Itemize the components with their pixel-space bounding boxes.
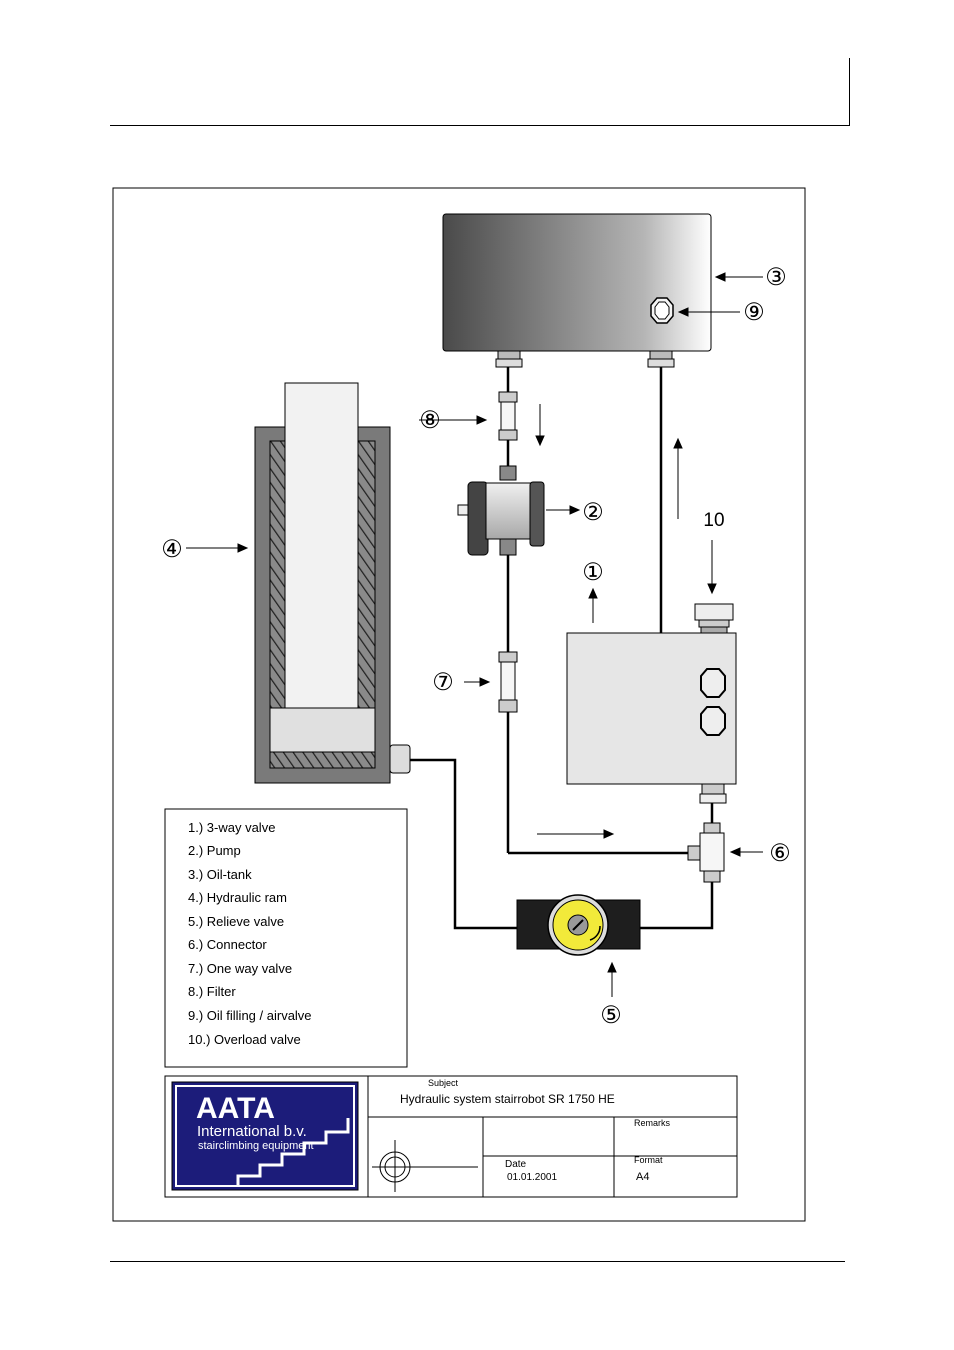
title-block [164,1075,738,1198]
connector [687,822,725,883]
date-label: Date [505,1159,527,1170]
footer-rule [110,1261,845,1262]
legend-item: 1.) 3-way valve [188,820,275,835]
pipes [410,367,714,930]
overload-valve [694,603,734,634]
oil-tank [442,213,712,352]
callout-4: ④ [161,536,183,563]
relieve-valve [516,894,641,956]
diagram-frame [112,187,806,1222]
callout-10: 10 [703,510,724,531]
callout-6: ⑥ [769,840,791,867]
header-vertical-rule [849,58,850,126]
header-rule [110,125,850,126]
hydraulic-ram [254,382,411,784]
tank-fitting-left [495,350,523,368]
oil-filling-valve [650,297,674,324]
flow-arrows [535,404,683,839]
subject-label: Subject [428,1078,459,1088]
logo-line-1: AATA [196,1092,275,1125]
company-logo: AATA International b.v. stairclimbing eq… [171,1081,359,1191]
pump [457,465,545,556]
format-label: Format [634,1155,663,1165]
remarks-label: Remarks [634,1118,671,1128]
callout-3: ③ [765,264,787,291]
legend-item: 6.) Connector [188,937,267,952]
legend-list: 1.) 3-way valve 2.) Pump 3.) Oil-tank 4.… [188,820,312,1047]
callout-5: ⑤ [600,1002,622,1029]
callout-arrows [186,272,763,997]
three-way-valve [566,632,737,785]
legend-item: 5.) Relieve valve [188,914,284,929]
callout-2: ② [582,499,604,526]
legend-item: 8.) Filter [188,984,236,999]
tank-fitting-right [647,350,675,368]
legend-item: 7.) One way valve [188,961,292,976]
legend-item: 3.) Oil-tank [188,867,252,882]
subject-value: Hydraulic system stairrobot SR 1750 HE [400,1092,615,1106]
date-value: 01.01.2001 [507,1172,557,1183]
callout-1: ① [582,559,604,586]
logo-line-3: stairclimbing equipment [198,1140,314,1152]
logo-line-2: International b.v. [197,1123,307,1140]
callout-9: ⑨ [743,299,765,326]
valve-bottom-fitting [699,783,727,804]
filter [498,391,518,441]
format-value: A4 [636,1171,649,1183]
callout-8: ⑧ [419,407,441,434]
legend-item: 10.) Overload valve [188,1032,301,1047]
one-way-valve [498,651,518,713]
legend-item: 4.) Hydraulic ram [188,890,287,905]
legend-box [164,808,408,1068]
callout-7: ⑦ [432,669,454,696]
legend-item: 2.) Pump [188,843,241,858]
legend-item: 9.) Oil filling / airvalve [188,1008,312,1023]
projection-symbol [372,1140,478,1192]
